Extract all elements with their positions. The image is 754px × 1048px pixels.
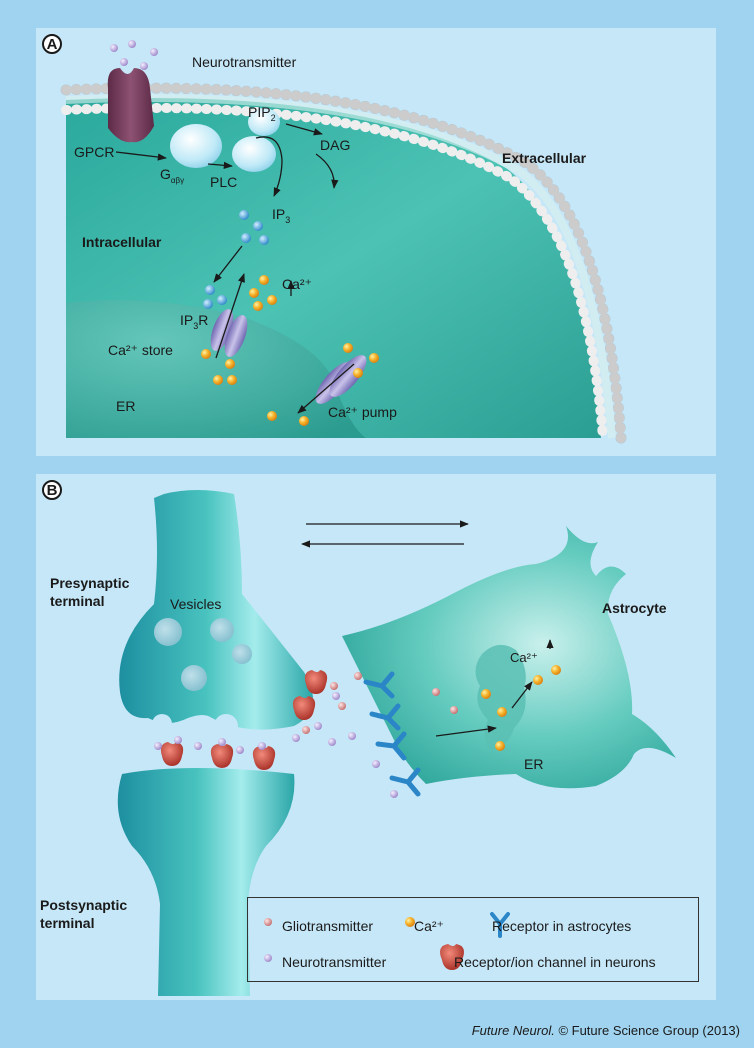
label-vesicles: Vesicles — [170, 596, 222, 612]
credit-line: Future Neurol. © Future Science Group (2… — [472, 1023, 740, 1038]
panel-a: A Neurotransmitter GPCR PIP2 DAG Gαβγ PL… — [36, 28, 716, 456]
label-presynaptic: Presynaptic terminal — [50, 575, 130, 609]
ca-pump — [315, 355, 367, 404]
legend-icons — [264, 912, 510, 970]
ip3r-channel — [210, 309, 248, 357]
postsynaptic-terminal — [117, 768, 295, 996]
label-postsynaptic: Postsynaptic terminal — [40, 897, 128, 931]
label-intracellular: Intracellular — [82, 234, 162, 250]
label-gpcr: GPCR — [74, 144, 115, 160]
gpcr-receptor — [107, 68, 154, 143]
legend-neurotransmitter: Neurotransmitter — [282, 954, 387, 970]
label-ca-store: Ca²⁺ store — [108, 342, 173, 358]
panel-a-diagram — [36, 28, 716, 456]
label-ca-increase-b: Ca²⁺ — [510, 650, 538, 665]
credit-rest: © Future Science Group (2013) — [554, 1023, 740, 1038]
label-er-b: ER — [524, 756, 544, 772]
label-astrocyte: Astrocyte — [602, 600, 667, 616]
plc-enzyme — [232, 136, 276, 172]
label-dag: DAG — [320, 137, 351, 153]
neurotransmitter-dots — [110, 40, 158, 70]
neurotransmitter-dots-b — [154, 692, 398, 798]
label-g-protein: Gαβγ — [160, 166, 185, 185]
astrocyte-receptors — [363, 671, 421, 797]
label-neurotransmitter: Neurotransmitter — [192, 54, 297, 70]
g-protein — [170, 124, 222, 168]
label-ip3: IP3 — [272, 206, 291, 225]
er-region — [66, 300, 366, 438]
label-ip3r: IP3R — [180, 312, 209, 331]
membrane-inner — [61, 102, 608, 443]
neuron-receptors — [160, 670, 328, 770]
label-ca-pump: Ca²⁺ pump — [328, 404, 397, 420]
legend-box: Gliotransmitter Ca²⁺ Receptor in astrocy… — [247, 897, 699, 982]
legend-gliotransmitter: Gliotransmitter — [282, 918, 374, 934]
calcium-dots — [201, 275, 379, 426]
panel-b: B Presynaptic terminal Vesicles Astrocyt… — [36, 474, 716, 1000]
panel-a-letter: A — [42, 34, 62, 54]
signaling-arrows — [115, 123, 355, 414]
credit-journal: Future Neurol. — [471, 1023, 555, 1038]
label-plc: PLC — [210, 174, 238, 190]
panel-b-diagram — [36, 474, 716, 1000]
membrane-outer — [61, 83, 626, 443]
astrocyte-er — [475, 644, 526, 750]
label-extracellular: Extracellular — [502, 150, 587, 166]
ip3-dots — [203, 210, 269, 309]
label-pip2: PIP2 — [248, 104, 276, 123]
calcium-dots-b — [481, 665, 561, 751]
legend-receptor-neuron: Receptor/ion channel in neurons — [454, 954, 656, 970]
presynaptic-terminal — [119, 490, 313, 730]
pip2-molecule — [248, 108, 280, 136]
exchange-arrows — [301, 520, 554, 737]
label-er-a: ER — [116, 398, 136, 414]
gliotransmitter-dots — [302, 672, 458, 734]
vesicles — [154, 618, 252, 691]
panel-b-letter: B — [42, 480, 62, 500]
legend-ca: Ca²⁺ — [414, 918, 444, 934]
legend-receptor-astro: Receptor in astrocytes — [492, 918, 632, 934]
label-ca-increase-a: Ca²⁺ — [282, 276, 312, 292]
